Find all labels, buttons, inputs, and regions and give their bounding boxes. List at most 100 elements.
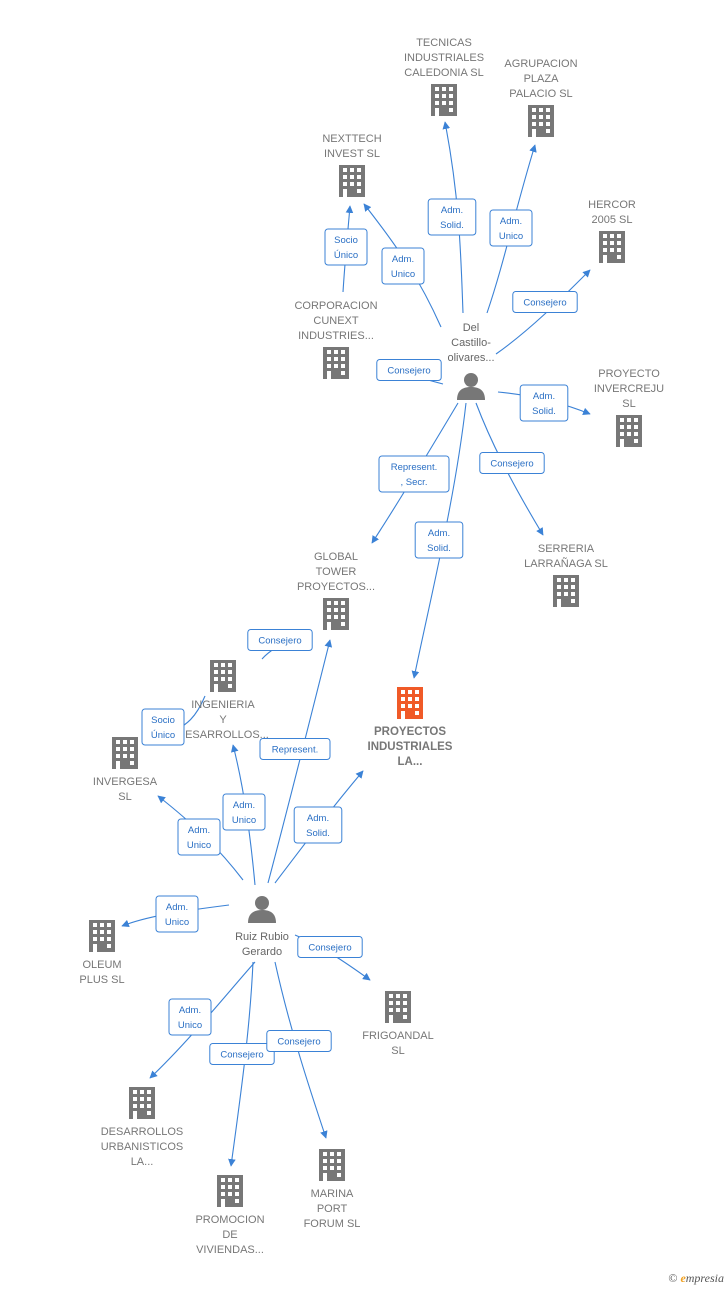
edge-label-delcastillo-invercreju[interactable]: Adm.Solid. (519, 384, 569, 422)
edge-label-box (489, 209, 533, 247)
edge-label-text: Unico (165, 917, 189, 928)
node-label-line: PROMOCION (195, 1214, 264, 1226)
copyright-symbol: © (668, 1271, 678, 1285)
edge-label-ruiz-proyectos[interactable]: Adm.Solid. (293, 806, 343, 844)
edge-label-delcastillo-serreria[interactable]: Consejero (479, 452, 545, 474)
edge-label-ruiz-ingenieria[interactable]: Adm.Unico (222, 793, 266, 831)
node-label-line: INDUSTRIES... (298, 330, 374, 342)
edge-label-box (168, 998, 212, 1036)
edge-label-delcastillo-proyectos[interactable]: Adm.Solid. (414, 521, 464, 559)
node-label-line: AGRUPACION (504, 58, 577, 70)
node-label-line: NEXTTECH (322, 133, 381, 145)
edge-label-text: Adm. (428, 528, 450, 539)
edge-label-box (293, 806, 343, 844)
edge-label-box (512, 291, 578, 313)
edge-label-text: Único (151, 730, 175, 741)
edge-ruiz-global (267, 639, 333, 884)
edge-label-box (247, 629, 313, 651)
edge-label-delcastillo-nexttech[interactable]: Adm.Unico (381, 247, 425, 285)
edge-label-text: Unico (499, 231, 523, 242)
edge-label-box (266, 1030, 332, 1052)
edge-label-ruiz-invergesa[interactable]: Adm.Unico (177, 818, 221, 856)
edge-label-ruiz-oleum[interactable]: Adm.Unico (155, 895, 199, 933)
node-label-line: DE (222, 1229, 237, 1241)
edge-label-text: Socio (151, 715, 175, 726)
edge-label-delcastillo-corporacion[interactable]: Consejero (376, 359, 442, 381)
node-delcastillo[interactable]: DelCastillo-olivares... (447, 322, 495, 400)
node-label-line: SL (622, 398, 635, 410)
node-label-line: FORUM SL (304, 1218, 361, 1230)
edge-label-delcastillo-agrupacion[interactable]: Adm. Unico (489, 209, 533, 247)
edge-label-delcastillo-hercor[interactable]: Consejero (512, 291, 578, 313)
edge-label-text: Adm. (533, 391, 555, 402)
node-label-line: GLOBAL (314, 551, 358, 563)
node-label-line: Y (219, 714, 227, 726)
building-icon (89, 920, 115, 952)
node-label-line: olivares... (447, 352, 494, 364)
building-icon (112, 737, 138, 769)
node-label-line: HERCOR (588, 199, 636, 211)
edge-label-ruiz-frigoandal[interactable]: Consejero (297, 936, 363, 958)
building-icon (528, 105, 554, 137)
edge-label-box (155, 895, 199, 933)
node-label-line: PORT (317, 1203, 348, 1215)
edge-label-delcastillo-tecnicas[interactable]: Adm.Solid. (427, 198, 477, 236)
node-label-line: Del (463, 322, 480, 334)
building-icon (616, 415, 642, 447)
edge-label-text: Unico (178, 1020, 202, 1031)
node-desarrollos[interactable]: DESARROLLOSURBANISTICOSLA... (101, 1087, 184, 1168)
edge-label-ruiz-global[interactable]: Represent. (259, 738, 331, 760)
edge-label-delcastillo-global[interactable]: Represent., Secr. (378, 455, 450, 493)
node-label-line: SL (391, 1045, 404, 1057)
edge-label-text: Consejero (277, 1037, 320, 1048)
building-icon (553, 575, 579, 607)
edge-label-text: Consejero (258, 636, 301, 647)
edge-label-text: Adm. (307, 813, 329, 824)
node-proyectos[interactable]: PROYECTOSINDUSTRIALESLA... (368, 687, 453, 768)
node-label-line: MARINA (311, 1188, 354, 1200)
edge-ruiz-marina (274, 961, 328, 1139)
edge-label-text: Adm. (500, 216, 522, 227)
node-label-line: CALEDONIA SL (404, 67, 483, 79)
edge-label-text: Represent. (391, 462, 437, 473)
edge-label-global-ingenieria[interactable]: Consejero (247, 629, 313, 651)
edge-label-box (519, 384, 569, 422)
edge-label-text: Adm. (392, 254, 414, 265)
node-ingenieria[interactable]: INGENIERIAYDESARROLLOS... (177, 660, 269, 741)
node-promocion[interactable]: PROMOCIONDEVIVIENDAS... (195, 1175, 265, 1256)
edge-label-ruiz-promocion[interactable]: Consejero (209, 1043, 275, 1065)
edge-label-box (222, 793, 266, 831)
node-label-line: Ruiz Rubio (235, 931, 289, 943)
edge-label-box (324, 228, 368, 266)
edge-label-ruiz-marina[interactable]: Consejero (266, 1030, 332, 1052)
building-icon (217, 1175, 243, 1207)
building-icon (323, 347, 349, 379)
node-corporacion[interactable]: CORPORACIONCUNEXTINDUSTRIES... (294, 300, 378, 379)
edge-label-ruiz-desarrollos[interactable]: Adm.Unico (168, 998, 212, 1036)
edge-label-text: Consejero (490, 459, 533, 470)
node-label-line: SL (118, 791, 131, 803)
brand-logo-initial: e (680, 1271, 686, 1285)
edge-label-box (297, 936, 363, 958)
node-label-line: PROYECTOS... (297, 581, 375, 593)
edge-label-text: Adm. (188, 825, 210, 836)
edge-label-text: Consejero (387, 366, 430, 377)
node-label-line: PALACIO SL (509, 88, 572, 100)
node-marina[interactable]: MARINA PORT FORUM SL (304, 1149, 361, 1230)
footer-brand[interactable]: © empresia (668, 1271, 724, 1286)
node-global[interactable]: GLOBAL TOWER PROYECTOS... (297, 551, 375, 630)
node-label-line: TOWER (316, 566, 357, 578)
